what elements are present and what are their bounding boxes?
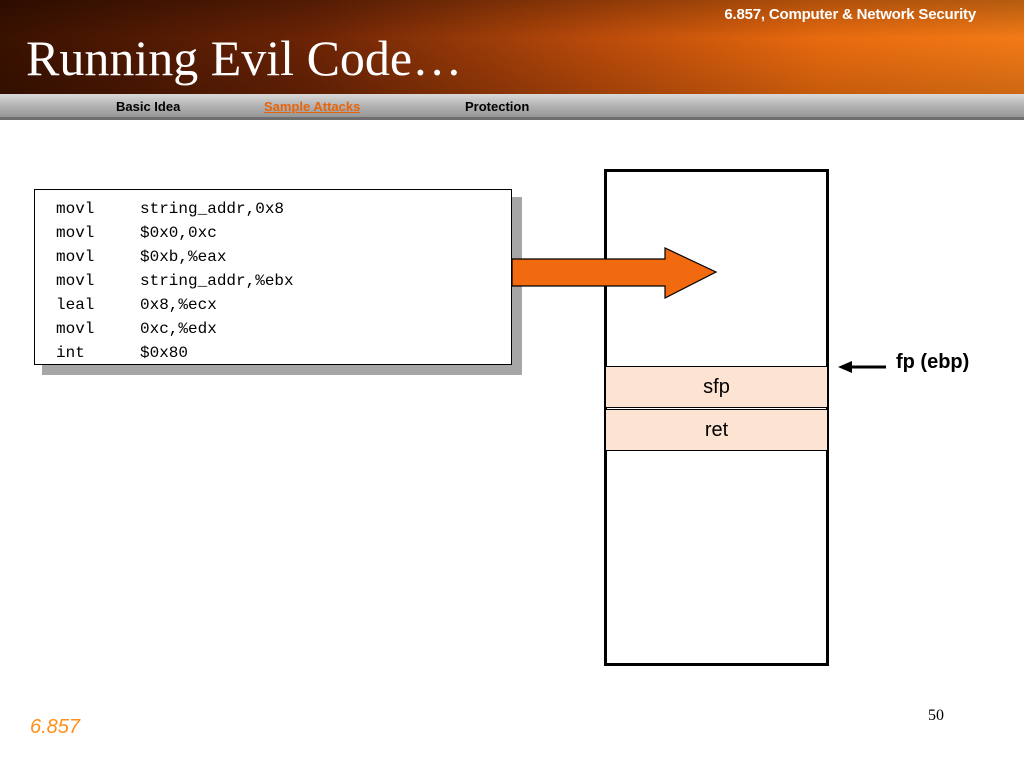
nav-item-protection[interactable]: Protection (465, 99, 530, 114)
code-to-stack-arrow (511, 247, 718, 299)
stack-slot-ret: ret (606, 409, 827, 451)
page-number: 50 (928, 707, 944, 724)
header-banner (0, 0, 1024, 94)
nav-item-sample-attacks[interactable]: Sample Attacks (264, 99, 361, 114)
code-line: movl$0x0,0xc (56, 224, 217, 242)
code-line: movl$0xb,%eax (56, 248, 227, 266)
frame-pointer-label: fp (ebp) (896, 351, 970, 373)
course-name: 6.857, Computer & Network Security (724, 6, 976, 23)
nav-bar: Basic Idea Sample Attacks Protection (0, 94, 1024, 120)
footer-course-number: 6.857 (30, 716, 81, 738)
stack-slot-sfp: sfp (606, 366, 827, 408)
code-line: int$0x80 (56, 344, 189, 362)
slide-title: Running Evil Code… (26, 30, 463, 86)
frame-pointer-arrow-head (838, 361, 852, 373)
nav-item-basic-idea[interactable]: Basic Idea (116, 99, 181, 114)
